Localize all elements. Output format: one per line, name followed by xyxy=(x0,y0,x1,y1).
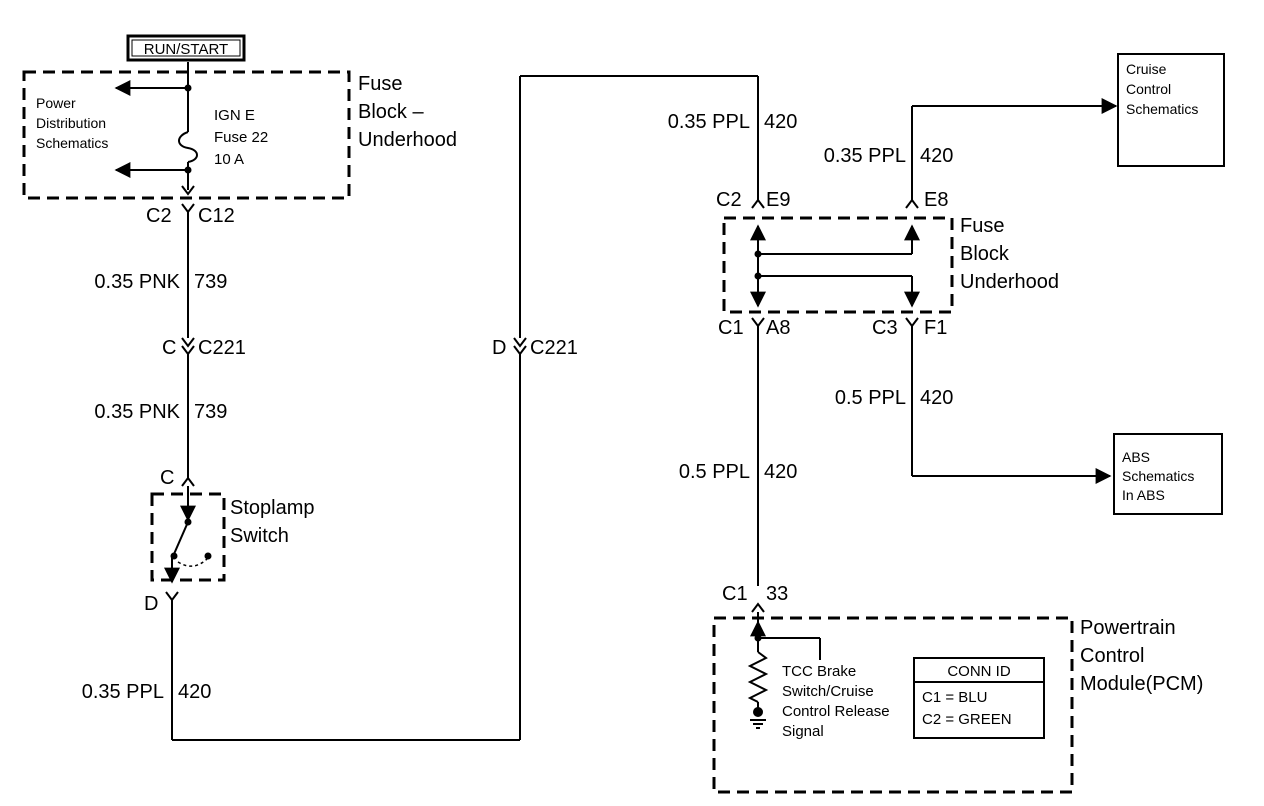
wire-ppl-cruise-label: 0.35 PPL xyxy=(824,145,906,167)
ign-fuse-label: IGN E Fuse 22 10 A xyxy=(214,107,272,168)
stoplamp-c-label: C xyxy=(160,467,174,489)
run-start-label: RUN/START xyxy=(126,34,246,62)
wire-ppl-abs-label: 0.5 PPL xyxy=(835,387,906,409)
wire-ppl-cruise-circuit: 420 xyxy=(920,145,953,167)
connector-e9: E9 xyxy=(766,189,790,211)
pcm-box xyxy=(712,616,1074,794)
fuse-block-underhood-top xyxy=(22,70,351,200)
wire-pnk-2-label: 0.35 PNK xyxy=(94,401,180,423)
middle-wire xyxy=(513,75,759,740)
connector-a8: A8 xyxy=(766,317,790,339)
svg-text:RUN/START: RUN/START xyxy=(144,41,228,58)
conn-id-row: C1 = BLU xyxy=(922,689,987,706)
connector-f1: F1 xyxy=(924,317,947,339)
fuse-block-right-circuit xyxy=(750,198,1112,586)
connector-c1-b: C1 xyxy=(722,583,748,605)
wire-ppl-top-circuit: 420 xyxy=(764,111,797,133)
wire-ppl-pcm-label: 0.5 PPL xyxy=(679,461,750,483)
connector-c12: C12 xyxy=(198,205,235,227)
tcc-brake-label: TCC Brake Switch/Cruise Control Release … xyxy=(782,663,894,740)
conn-id-table: CONN ID C1 = BLU C2 = GREEN xyxy=(913,657,1045,739)
wire-ppl-pcm-circuit: 420 xyxy=(764,461,797,483)
cruise-control-label: Cruise Control Schematics xyxy=(1126,61,1198,117)
ign-fuse-circuit xyxy=(114,62,198,338)
stoplamp-d-label: D xyxy=(144,593,158,615)
conn-id-row: C2 = GREEN xyxy=(922,711,1012,728)
connector-c221-left-c: C xyxy=(162,337,176,359)
conn-id-title: CONN ID xyxy=(947,663,1011,680)
wire-ppl-top-label: 0.35 PPL xyxy=(668,111,750,133)
wire-ppl-bottom-label: 0.35 PPL xyxy=(82,681,164,703)
cruise-control-box xyxy=(1117,53,1225,167)
connector-c3: C3 xyxy=(872,317,898,339)
cruise-wire xyxy=(911,98,1118,200)
power-distribution-label: Power Distribution Schematics xyxy=(36,95,110,151)
stoplamp-switch-label: Stoplamp Switch xyxy=(230,497,320,547)
stoplamp-switch-box xyxy=(150,492,226,582)
connector-c1-a: C1 xyxy=(718,317,744,339)
wire-pnk-1-circuit: 739 xyxy=(194,271,227,293)
abs-box xyxy=(1113,433,1223,515)
connector-c221-mid-d: D xyxy=(492,337,506,359)
connector-pin-33: 33 xyxy=(766,583,788,605)
connector-c2-right: C2 xyxy=(716,189,742,211)
wire-ppl-abs-circuit: 420 xyxy=(920,387,953,409)
fuse-block-right-label: Fuse Block Underhood xyxy=(960,215,1059,293)
wire-ppl-bottom-circuit: 420 xyxy=(178,681,211,703)
connector-c221-mid-label: C221 xyxy=(530,337,578,359)
wire-pnk-2-circuit: 739 xyxy=(194,401,227,423)
fuse-block-underhood-right xyxy=(722,216,954,314)
abs-label: ABS Schematics In ABS xyxy=(1122,449,1198,503)
connector-e8: E8 xyxy=(924,189,948,211)
connector-c221-left xyxy=(181,337,195,478)
pcm-label: Powertrain Control Module(PCM) xyxy=(1080,617,1203,695)
stoplamp-switch-symbol xyxy=(164,476,520,741)
connector-c221-left-label: C221 xyxy=(198,337,246,359)
wire-pnk-1-label: 0.35 PNK xyxy=(94,271,180,293)
connector-c2-left: C2 xyxy=(146,205,172,227)
fuse-block-top-label: Fuse Block – Underhood xyxy=(358,73,457,151)
pcm-internal-circuit xyxy=(747,602,821,729)
